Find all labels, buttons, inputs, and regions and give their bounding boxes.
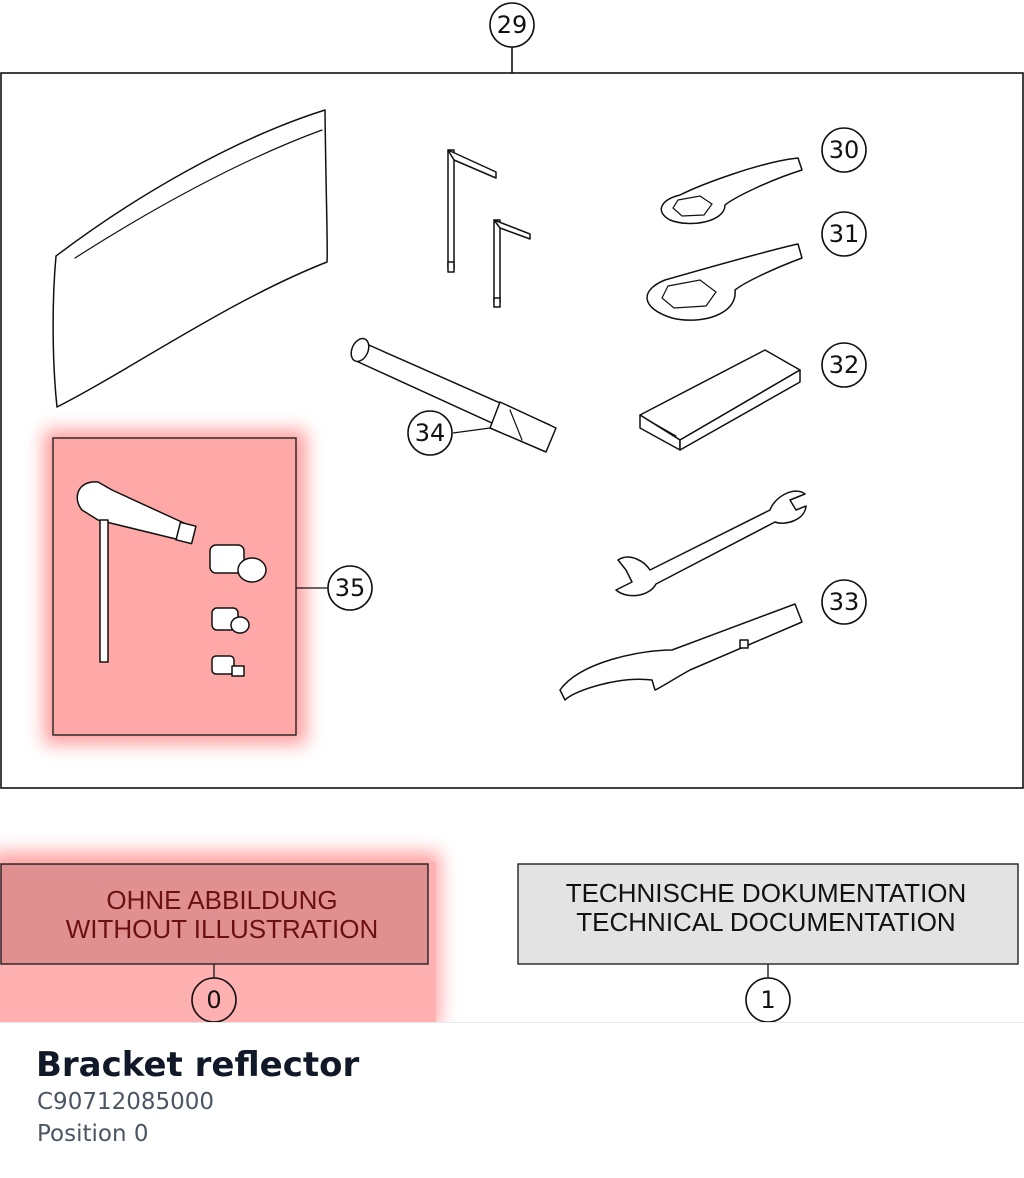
hook-spanner-icon [559, 603, 803, 701]
svg-text:32: 32 [829, 351, 860, 379]
callout-31[interactable]: 31 [821, 211, 867, 257]
bit-socket-medium-icon [211, 607, 250, 634]
box-spanner-icon [350, 337, 557, 453]
callout-32[interactable]: 32 [821, 342, 867, 388]
svg-text:31: 31 [829, 220, 860, 248]
svg-text:TECHNISCHE DOKUMENTATION: TECHNISCHE DOKUMENTATION [566, 878, 967, 908]
svg-text:30: 30 [829, 136, 860, 164]
open-end-wrench-icon [615, 490, 807, 597]
technical-documentation-box[interactable]: TECHNISCHE DOKUMENTATION TECHNICAL DOCUM… [517, 863, 1019, 965]
callout-0[interactable]: 0 [191, 977, 237, 1022]
svg-text:WITHOUT ILLUSTRATION: WITHOUT ILLUSTRATION [66, 914, 379, 944]
exploded-diagram: 29 34 30 31 [0, 2, 1024, 1022]
svg-text:33: 33 [829, 588, 860, 616]
bit-socket-large-icon [209, 544, 267, 583]
tool-bag-icon [52, 109, 329, 408]
t-handle-hex-driver-icon [76, 481, 197, 663]
svg-text:34: 34 [415, 419, 446, 447]
bit-small-icon [211, 655, 245, 677]
without-illustration-box[interactable]: OHNE ABBILDUNG WITHOUT ILLUSTRATION [0, 863, 429, 965]
callout-35[interactable]: 35 [327, 565, 373, 611]
allen-key-large-icon [447, 149, 497, 273]
part-title: Bracket reflector [36, 1045, 360, 1085]
ring-wrench-large-icon [646, 243, 803, 321]
callout-34[interactable]: 34 [407, 410, 453, 456]
part-number: C90712085000 [37, 1089, 215, 1115]
callout-33[interactable]: 33 [821, 579, 867, 625]
allen-key-small-icon [493, 219, 531, 308]
svg-text:35: 35 [335, 574, 366, 602]
part-position: Position 0 [37, 1121, 149, 1147]
svg-text:1: 1 [760, 986, 775, 1014]
svg-text:0: 0 [206, 986, 221, 1014]
callout-29[interactable]: 29 [489, 2, 535, 48]
flat-bar-tool-icon [639, 349, 801, 451]
ring-wrench-small-icon [660, 157, 803, 225]
callout-30[interactable]: 30 [821, 127, 867, 173]
svg-text:TECHNICAL DOCUMENTATION: TECHNICAL DOCUMENTATION [576, 907, 955, 937]
callout-1[interactable]: 1 [745, 977, 791, 1022]
svg-text:29: 29 [497, 11, 528, 39]
svg-text:OHNE ABBILDUNG: OHNE ABBILDUNG [106, 885, 337, 915]
part-info-panel: Bracket reflector C90712085000 Position … [0, 1022, 1024, 1178]
